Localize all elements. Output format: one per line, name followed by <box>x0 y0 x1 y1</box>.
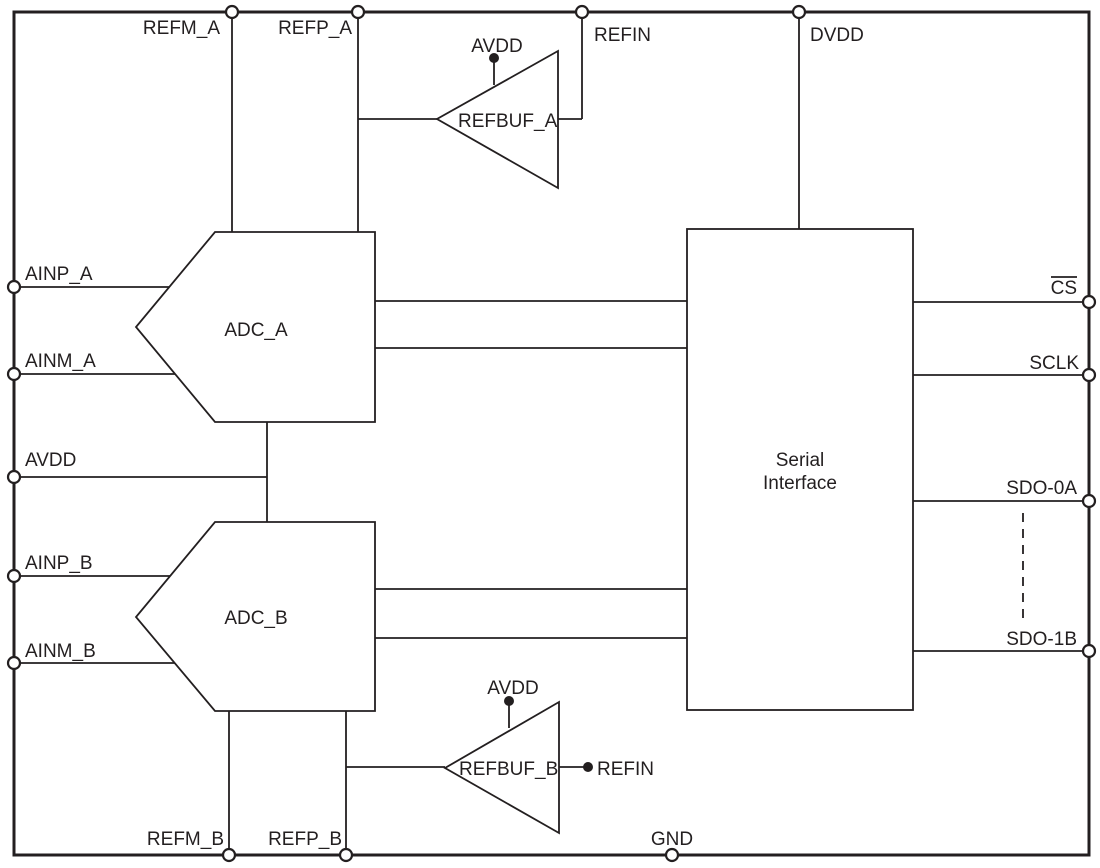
pin-ainp-a <box>6 279 22 295</box>
avdd-b-dot <box>504 696 514 706</box>
refin-b-dot <box>583 762 593 772</box>
serial-interface-block <box>686 228 914 711</box>
label-refin: REFIN <box>594 25 651 46</box>
pin-cs <box>1081 294 1097 310</box>
serial-interface-label-line1: Serial <box>776 450 825 471</box>
pin-ainm-b <box>6 655 22 671</box>
refbuf-a-block <box>435 49 559 190</box>
label-sdo-1b: SDO-1B <box>1006 629 1077 650</box>
pin-sdo-0a <box>1081 493 1097 509</box>
label-refm-b: REFM_B <box>147 829 224 850</box>
avdd-a-dot <box>489 53 499 63</box>
label-ainm-b: AINM_B <box>25 641 96 662</box>
refbuf-b-label: REFBUF_B <box>459 759 558 780</box>
pin-ainm-a <box>6 366 22 382</box>
refbuf-b-refin-label: REFIN <box>597 759 654 780</box>
pin-refp-a <box>350 4 366 20</box>
label-ainm-a: AINM_A <box>25 351 96 372</box>
label-dvdd: DVDD <box>810 25 864 46</box>
pin-ainp-b <box>6 568 22 584</box>
label-ainp-a: AINP_A <box>25 264 93 285</box>
label-cs: CS <box>1051 278 1077 299</box>
refbuf-a-label: REFBUF_A <box>458 111 558 132</box>
pin-sclk <box>1081 367 1097 383</box>
adc-a-block <box>134 231 376 423</box>
refbuf-b-block <box>443 700 560 835</box>
pin-gnd <box>664 847 680 863</box>
pin-refin <box>574 4 590 20</box>
adc-b-block <box>134 521 376 712</box>
adc-a-label: ADC_A <box>224 320 288 341</box>
label-avdd-left: AVDD <box>25 450 76 471</box>
label-sclk: SCLK <box>1029 353 1079 374</box>
pin-refm-a <box>224 4 240 20</box>
chip-boundary <box>12 10 1091 857</box>
refbuf-a-supply-label: AVDD <box>471 36 522 57</box>
label-sdo-0a: SDO-0A <box>1006 478 1077 499</box>
pin-refm-b <box>221 847 237 863</box>
adc-b-label: ADC_B <box>224 608 287 629</box>
label-refm-a: REFM_A <box>143 18 220 39</box>
pin-dvdd <box>791 4 807 20</box>
label-ainp-b: AINP_B <box>25 553 93 574</box>
label-refp-b: REFP_B <box>268 829 342 850</box>
label-refp-a: REFP_A <box>278 18 352 39</box>
serial-interface-label-line2: Interface <box>763 473 837 494</box>
pin-refp-b <box>338 847 354 863</box>
label-gnd: GND <box>651 829 693 850</box>
pin-avdd <box>6 469 22 485</box>
pin-sdo-1b <box>1081 643 1097 659</box>
refbuf-b-supply-label: AVDD <box>487 678 538 699</box>
